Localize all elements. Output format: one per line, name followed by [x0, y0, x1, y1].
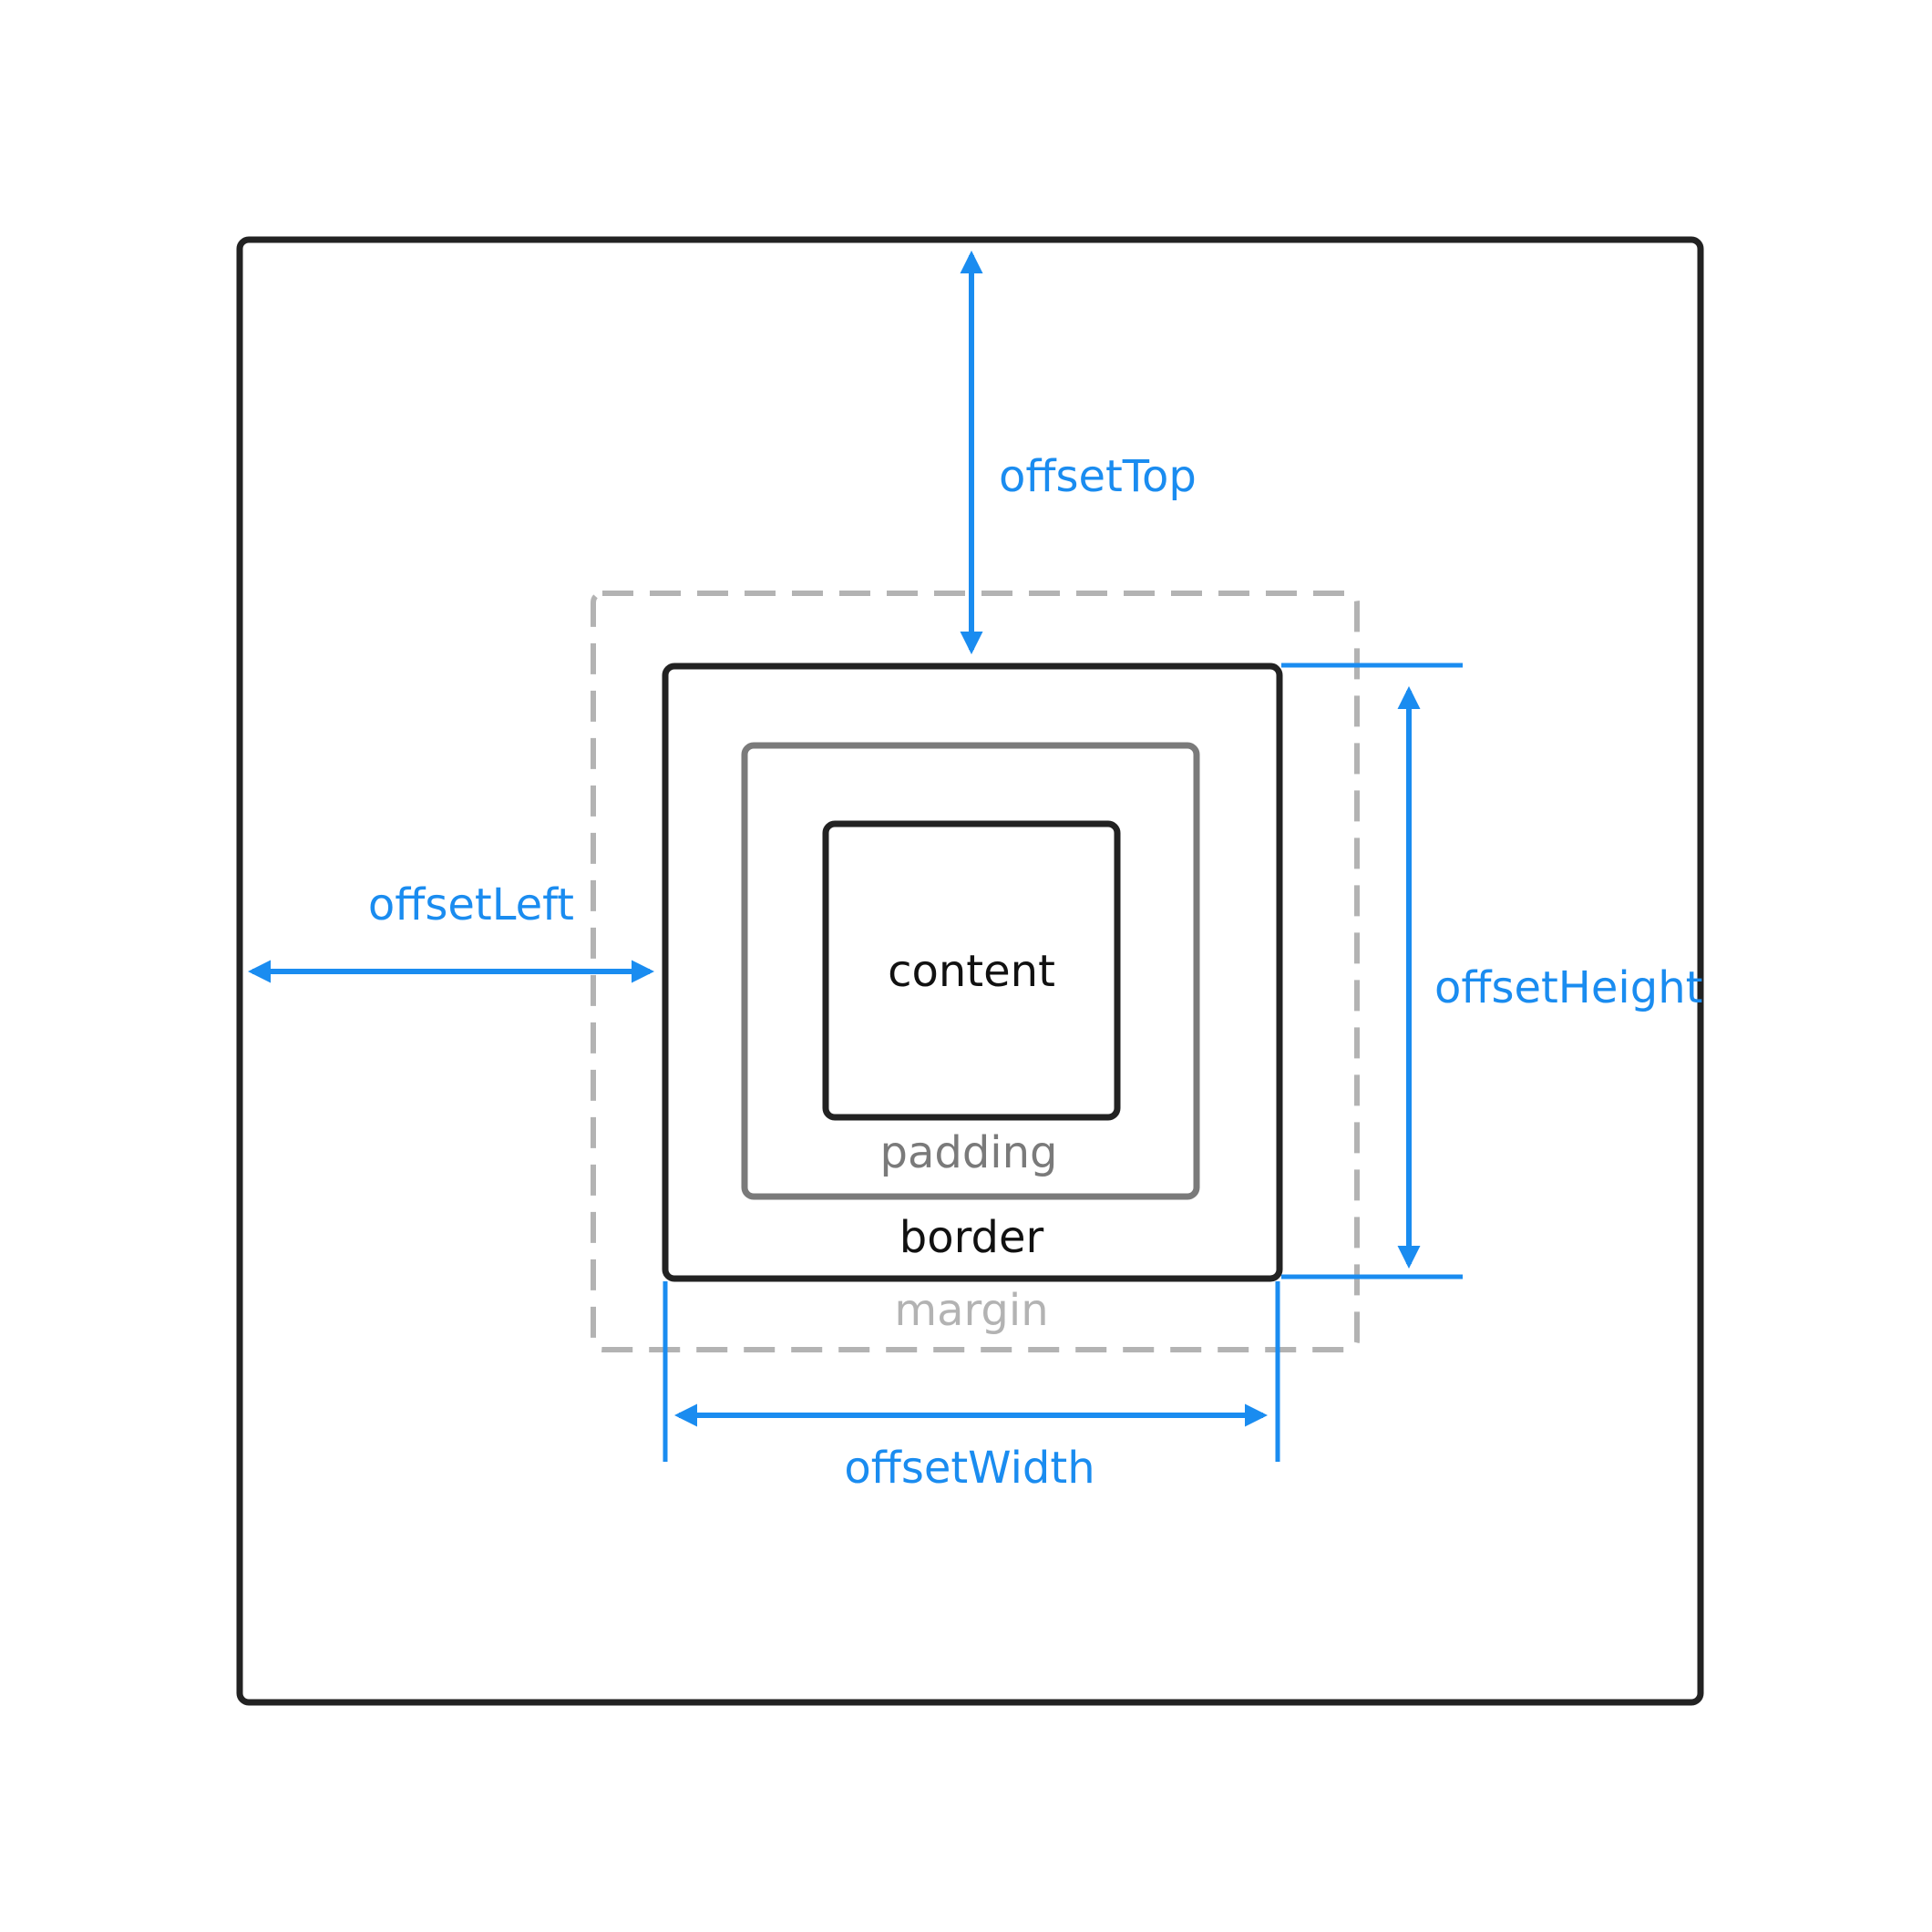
padding-box: [741, 742, 1200, 1200]
border-label: border: [899, 1212, 1044, 1263]
content-label: content: [888, 946, 1055, 997]
offset-width-label: offsetWidth: [844, 1443, 1094, 1494]
offset-height-label: offsetHeight: [1434, 962, 1702, 1013]
offset-parent-box: [236, 236, 1704, 1706]
content-box: [822, 820, 1121, 1121]
padding-label: padding: [879, 1127, 1057, 1178]
border-box: [662, 663, 1283, 1282]
offset-top-label: offsetTop: [999, 451, 1197, 502]
margin-label: margin: [894, 1285, 1048, 1336]
offset-left-label: offsetLeft: [368, 879, 574, 930]
